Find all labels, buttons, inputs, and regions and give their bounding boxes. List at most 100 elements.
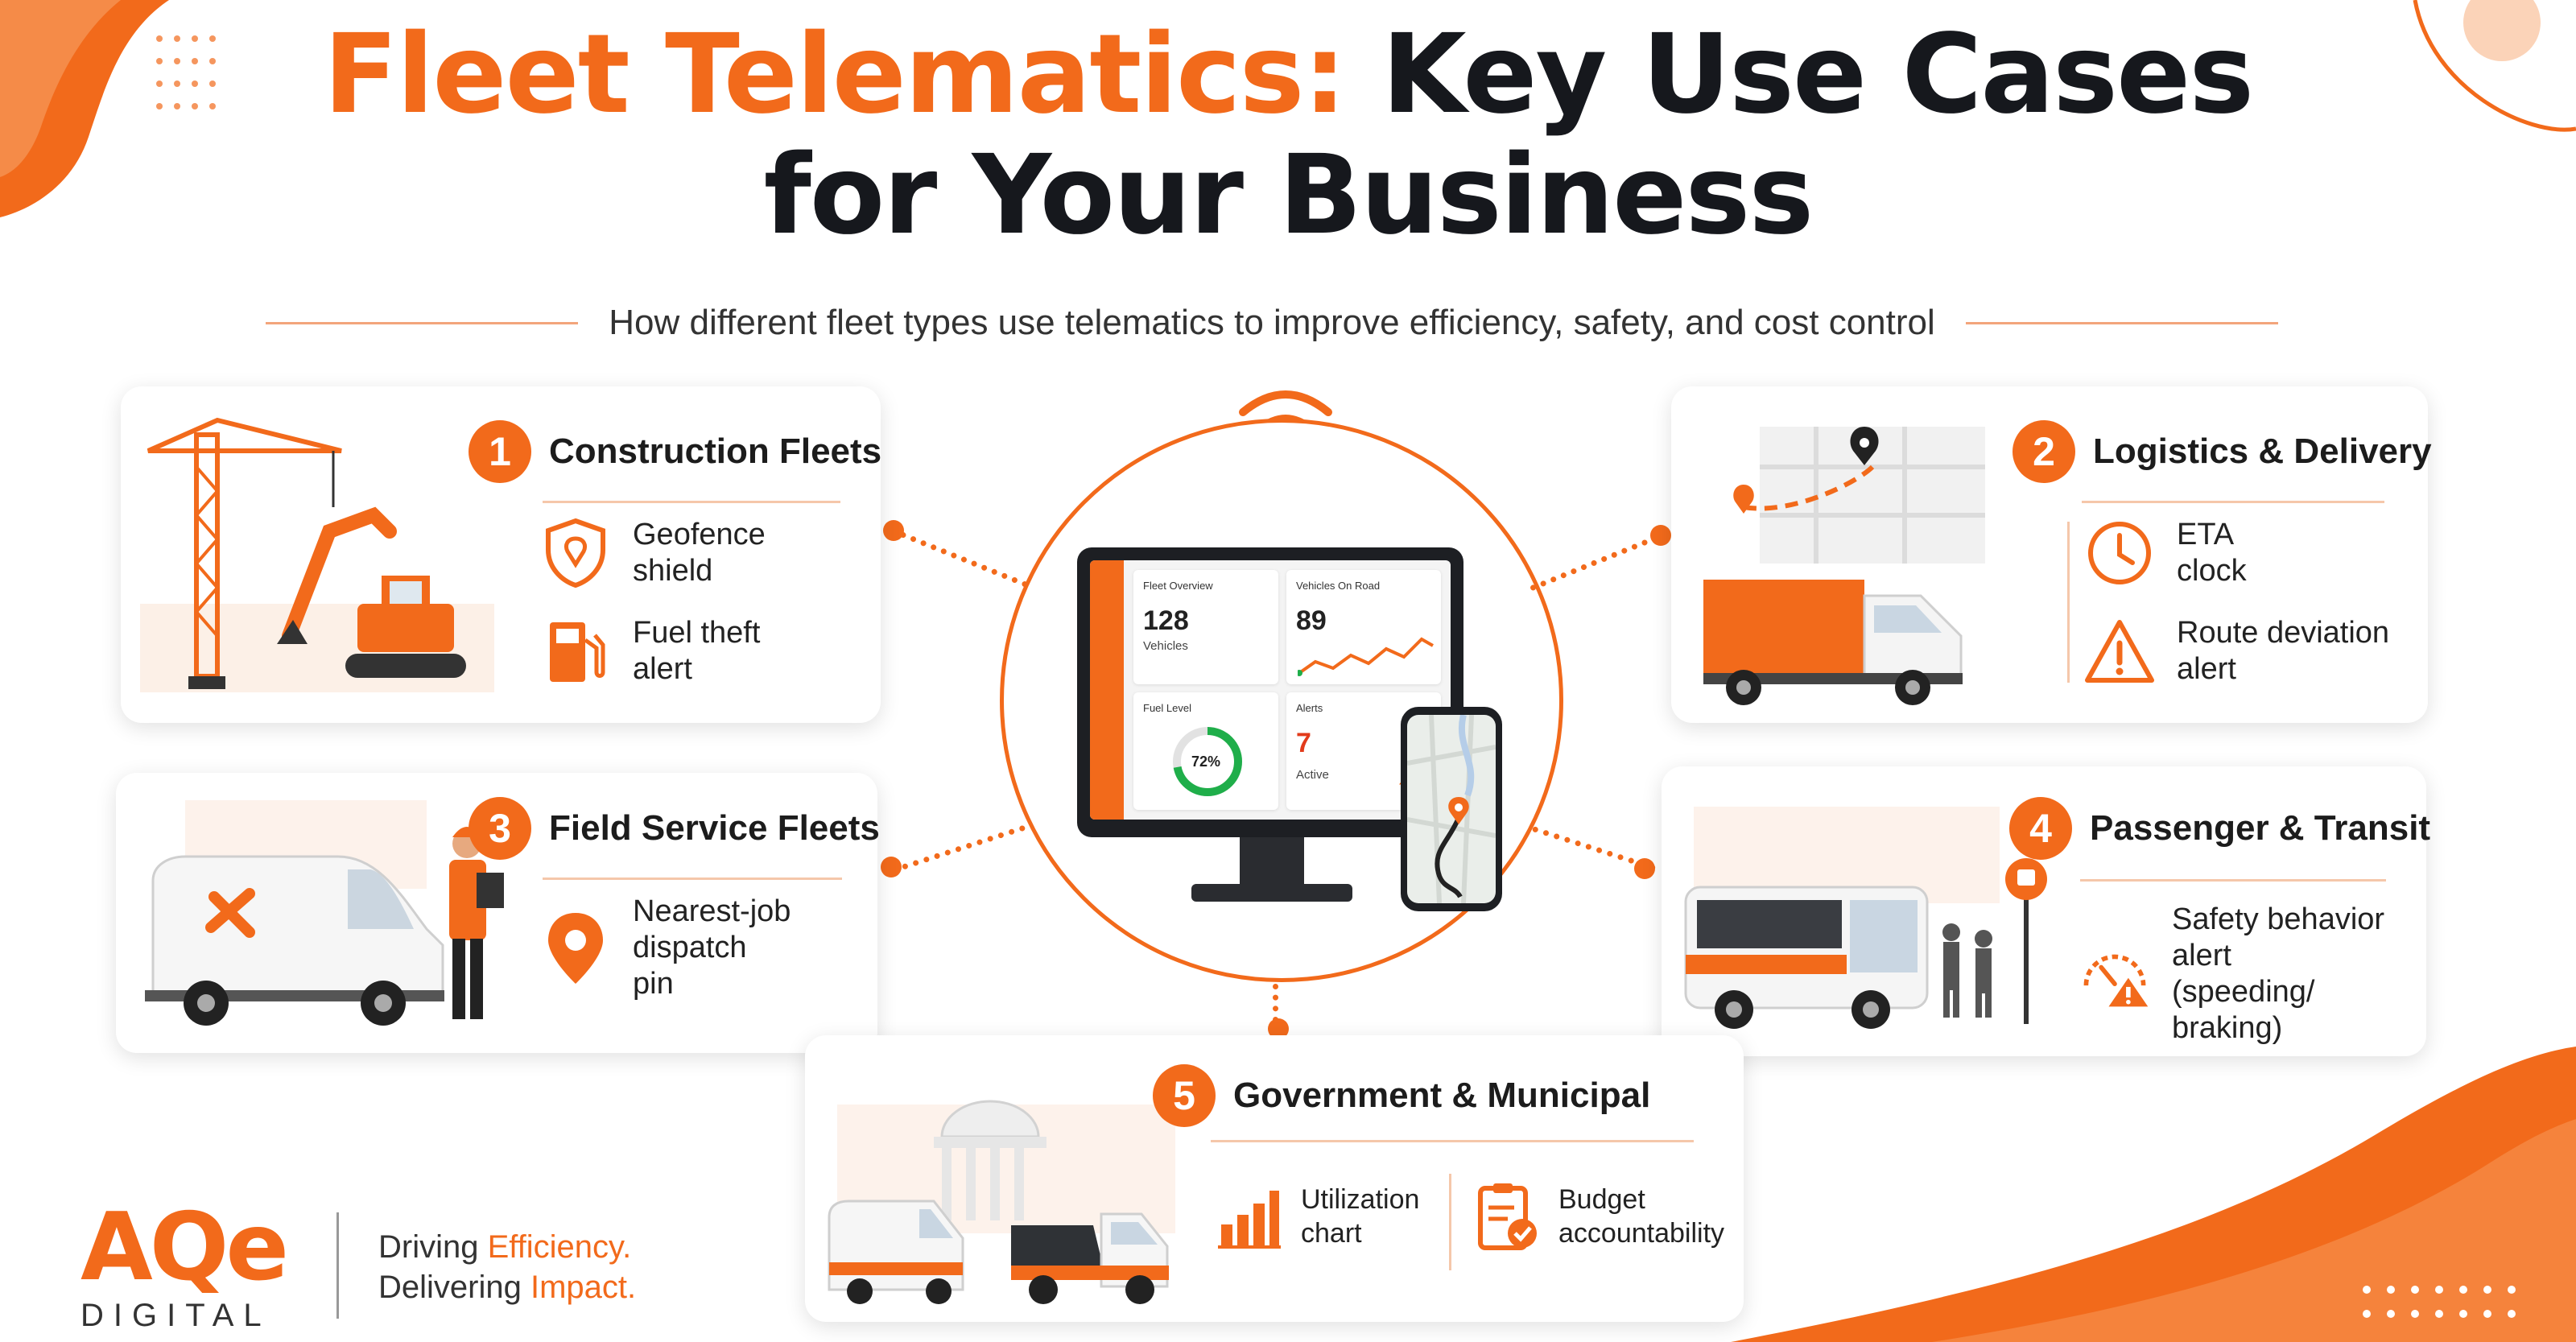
feature-fuel-theft-alert: Fuel theft alert — [539, 615, 760, 688]
card-3-header-rule — [543, 877, 842, 880]
connector-1 — [899, 531, 1029, 588]
card-1-header: 1 Construction Fleets — [469, 420, 881, 483]
title-line-2: for Your Business — [763, 132, 1814, 259]
card-4-header-rule — [2080, 879, 2386, 882]
connector-2 — [1530, 535, 1659, 592]
dot-grid-top-left — [156, 35, 216, 109]
tagline-2b: Impact. — [530, 1270, 637, 1305]
card-3-header: 3 Field Service Fleets — [469, 797, 880, 860]
tile-value: 128 — [1143, 605, 1189, 636]
card-government-municipal: 5 Government & Municipal Utilization cha… — [805, 1035, 1744, 1322]
dashboard-screen: Fleet Overview 128 Vehicles Vehicles On … — [1090, 560, 1451, 820]
connector-5 — [1273, 984, 1278, 1022]
tile-vehicles-on-road: Vehicles On Road 89 — [1286, 570, 1441, 684]
feature-label: Nearest-job dispatch pin — [633, 894, 791, 1001]
subtitle-rule-right — [1965, 321, 2278, 324]
field-service-illustration — [145, 800, 504, 1026]
card-number-badge: 2 — [2013, 420, 2075, 483]
subtitle-row: How different fleet types use telematics… — [266, 296, 2278, 349]
card-4-header: 4 Passenger & Transit — [2009, 797, 2430, 860]
feature-label: Utilization chart — [1301, 1184, 1420, 1249]
speedometer-warning-icon — [2079, 938, 2151, 1010]
connector-dot-1 — [883, 520, 904, 541]
card-5-header-rule — [1211, 1140, 1694, 1142]
card-passenger-transit: 4 Passenger & Transit Safety behavior al… — [1662, 766, 2430, 1056]
card-number-badge: 4 — [2009, 797, 2072, 860]
card-logistics-delivery: 2 Logistics & Delivery ETA clock Route d… — [1671, 386, 2432, 723]
brand-block: AQe DIGITAL — [80, 1193, 289, 1334]
location-pin-icon — [539, 912, 612, 985]
logistics-illustration — [1703, 427, 1985, 705]
monitor-base — [1191, 884, 1352, 902]
feature-label: ETA clock — [2177, 518, 2247, 588]
warning-triangle-icon — [2083, 615, 2156, 688]
feature-label: Route deviation alert — [2177, 616, 2390, 686]
tile-fleet-overview: Fleet Overview 128 Vehicles — [1133, 570, 1278, 684]
fuel-gauge-ring — [1173, 727, 1242, 796]
feature-geofence-shield: Geofence shield — [539, 517, 766, 589]
card-2-header: 2 Logistics & Delivery — [2013, 420, 2432, 483]
card-number-badge: 3 — [469, 797, 531, 860]
card-title: Logistics & Delivery — [2093, 432, 2432, 471]
tile-fuel-level: Fuel Level 72% — [1133, 692, 1278, 810]
tile-label: Fleet Overview — [1143, 580, 1213, 592]
tagline-1a: Driving — [378, 1229, 488, 1265]
feature-label: Safety behavior alert (speeding/ braking… — [2172, 902, 2385, 1045]
clipboard-check-icon — [1472, 1180, 1544, 1253]
orange-corner-blob-top-left — [0, 0, 169, 217]
feature-utilization-chart: Utilization chart — [1212, 1180, 1419, 1253]
feature-eta-clock: ETA clock — [2083, 517, 2247, 589]
tile-label: Fuel Level — [1143, 702, 1191, 714]
tile-value: 89 — [1296, 605, 1327, 636]
card-construction-fleets: 1 Construction Fleets Geofence shield Fu… — [121, 386, 881, 723]
card-field-service-fleets: 3 Field Service Fleets Nearest-job dispa… — [116, 773, 880, 1053]
fuel-gauge-value: 72% — [1191, 754, 1221, 770]
subtitle: How different fleet types use telematics… — [609, 303, 1935, 342]
card-number-badge: 1 — [469, 420, 531, 483]
card-5-header: 5 Government & Municipal — [1153, 1064, 1650, 1127]
card-1-header-rule — [543, 501, 840, 503]
brand-tagline: Driving Efficiency. Delivering Impact. — [378, 1227, 636, 1307]
feature-route-deviation-alert: Route deviation alert — [2083, 615, 2389, 688]
clock-icon — [2083, 517, 2156, 589]
tagline-1b: Efficiency. — [487, 1229, 632, 1265]
geofence-shield-icon — [539, 517, 612, 589]
connector-3 — [902, 824, 1026, 870]
alerts-status: Active — [1296, 768, 1329, 782]
card-title: Passenger & Transit — [2090, 808, 2431, 848]
page-title: Fleet Telematics: Key Use Cases for Your… — [0, 14, 2576, 256]
phone-map-route — [1407, 715, 1496, 903]
feature-label: Fuel theft alert — [633, 616, 761, 686]
government-illustration — [828, 1100, 1175, 1304]
trend-line-icon — [1298, 637, 1434, 676]
connector-dot-3 — [881, 857, 902, 877]
connector-dot-2 — [1650, 525, 1671, 546]
title-part-2: Key Use Cases — [1344, 11, 2254, 138]
tagline-2a: Delivering — [378, 1270, 530, 1305]
subtitle-rule-left — [266, 321, 579, 324]
tile-label: Alerts — [1296, 702, 1323, 714]
fuel-pump-icon — [539, 615, 612, 688]
card-2-header-rule — [2082, 501, 2384, 503]
feature-nearest-job-dispatch: Nearest-job dispatch pin — [539, 894, 791, 1002]
orange-wave-bottom-right — [1731, 1047, 2576, 1342]
smartphone-map — [1401, 707, 1502, 911]
brand-name: DIGITAL — [80, 1298, 271, 1333]
alerts-count: 7 — [1296, 728, 1311, 758]
card-number-badge: 5 — [1153, 1064, 1216, 1127]
transit-illustration — [1684, 807, 2047, 1029]
dashboard-monitor: Fleet Overview 128 Vehicles Vehicles On … — [1077, 547, 1463, 837]
tile-unit: Vehicles — [1143, 639, 1188, 653]
monitor-stand — [1240, 837, 1304, 886]
feature-safety-behavior-alert: Safety behavior alert (speeding/ braking… — [2079, 902, 2384, 1047]
phone-screen — [1407, 715, 1496, 903]
card-title: Field Service Fleets — [549, 808, 880, 848]
connector-dot-4 — [1634, 858, 1655, 879]
card-title: Government & Municipal — [1233, 1076, 1651, 1115]
brand-logo: AQe — [80, 1193, 289, 1302]
feature-label: Budget accountability — [1558, 1184, 1725, 1249]
card-5-divider — [1449, 1174, 1451, 1270]
card-2-divider — [2067, 522, 2070, 683]
title-accent: Fleet Telematics: — [323, 11, 1347, 138]
brand-separator — [336, 1212, 339, 1319]
